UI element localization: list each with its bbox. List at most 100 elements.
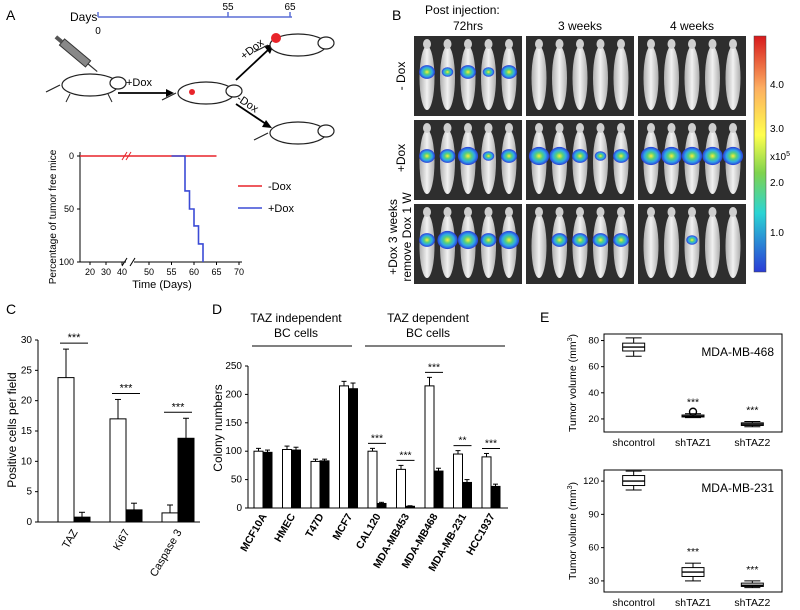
mouse-head [729, 39, 737, 49]
panel-letter-b: B [392, 7, 401, 23]
column-label-3weeks: 3 weeks [558, 19, 602, 33]
luminescence-signal [572, 233, 588, 247]
mouse-image [481, 130, 496, 194]
d-bar [405, 505, 415, 509]
c-y-tick-label: 20 [21, 396, 33, 407]
luminescence-signal [482, 67, 495, 77]
c-ylabel: Positive cells per field [5, 372, 19, 487]
luminescence-signal [437, 230, 458, 250]
e-category-label: shcontrol [612, 437, 655, 449]
luminescence-signal [501, 149, 517, 163]
e-plot-frame [603, 469, 783, 593]
d-category-label: MCF7 [330, 511, 355, 542]
d-sig-label: *** [371, 432, 383, 444]
luminescence-signal [460, 65, 476, 79]
mouse-image [725, 214, 741, 278]
mouse-head [555, 207, 564, 217]
mouse-head [708, 39, 717, 49]
panel-b: B Post injection: 72hrs 3 weeks 4 weeks … [386, 3, 790, 284]
panel-letter-a: A [6, 7, 16, 23]
c-category-label: Caspase 3 [148, 528, 185, 580]
tumor-dot-1 [189, 89, 195, 95]
d-y-tick-label: 200 [225, 389, 242, 400]
group-label-independent-1: TAZ independent [250, 311, 342, 325]
row-label-remove-dox: remove Dox 1 W [400, 192, 414, 282]
luminescence-signal [419, 149, 435, 163]
d-bar [319, 460, 330, 509]
a-axis-break-2 [129, 257, 136, 267]
luminescence-signal [498, 230, 520, 250]
colorbar-tick-3: 3.0 [770, 124, 784, 135]
mouse-image [481, 46, 496, 110]
mouse-head [647, 123, 655, 133]
e-cellline-title: MDA-MB-468 [701, 345, 774, 359]
mouse-head [647, 39, 655, 49]
group-label-independent-2: BC cells [274, 326, 318, 340]
d-bar [291, 449, 301, 509]
luminescence-signal [613, 233, 629, 247]
c-sig-label: *** [120, 382, 134, 394]
e-plot-frame [603, 333, 783, 433]
a-x-tick-label: 70 [234, 267, 244, 277]
d-y-tick-label: 0 [236, 503, 242, 514]
mouse-head [576, 123, 584, 133]
luminescence-signal [686, 235, 698, 245]
mouse-head [708, 123, 717, 133]
a-legend-label: -Dox [268, 181, 292, 193]
c-sig-label: *** [68, 332, 82, 344]
mouse-head [443, 39, 452, 49]
mouse-image [440, 46, 455, 110]
d-sig-label: *** [399, 449, 411, 461]
tumor-dot-2 [271, 33, 281, 43]
d-bar [481, 456, 492, 509]
d-bar [282, 448, 292, 509]
e-sig-label: *** [746, 405, 758, 417]
mouse-image [643, 46, 659, 110]
luminescence-signal [528, 146, 550, 166]
mouse-icon-2 [161, 81, 243, 105]
row-label-dox-3-weeks: +Dox 3 weeks [386, 199, 400, 275]
mouse-image [593, 130, 608, 194]
mouse-head [729, 123, 737, 133]
mouse-head [423, 39, 431, 49]
c-category-label: Ki67 [111, 528, 132, 553]
a-x-tick-label: 30 [101, 267, 111, 277]
mouse-image [684, 46, 700, 110]
e-sig-label: *** [687, 546, 699, 558]
e-category-label: shTAZ1 [675, 437, 711, 449]
a-x-tick-label: 65 [211, 267, 221, 277]
mouse-icon-3 [253, 33, 335, 57]
mouse-image [684, 214, 700, 278]
c-bar [161, 512, 179, 523]
e-y-tick-label: 90 [588, 509, 599, 520]
column-label-4weeks: 4 weeks [670, 19, 714, 33]
a-axis-break-1 [121, 257, 128, 267]
mouse-head [464, 39, 472, 49]
c-y-tick-label: 15 [21, 426, 33, 437]
c-bar [125, 509, 143, 523]
panel-letter-c: C [6, 301, 16, 317]
mouse-image [593, 46, 608, 110]
luminescence-signal [441, 67, 454, 77]
panel-letter-d: D [212, 301, 222, 317]
mouse-head [505, 207, 513, 217]
mouse-head [443, 207, 452, 217]
mouse-head [484, 207, 493, 217]
a-series-line-plus-dox [171, 155, 204, 262]
timeline-tick-label-0: 0 [95, 26, 101, 37]
mouse-image [552, 46, 567, 110]
a-x-tick-label: 60 [189, 267, 199, 277]
panel-c: C Positive cells per field 051015202530*… [5, 301, 200, 579]
e-sig-label: *** [746, 564, 758, 576]
luminescence-signal [480, 233, 497, 247]
timeline-tick-label-65: 65 [284, 2, 296, 13]
c-category-label: TAZ [60, 527, 81, 551]
mouse-head [576, 207, 584, 217]
c-bar [57, 377, 75, 523]
schematic-arrow-2 [235, 49, 269, 81]
